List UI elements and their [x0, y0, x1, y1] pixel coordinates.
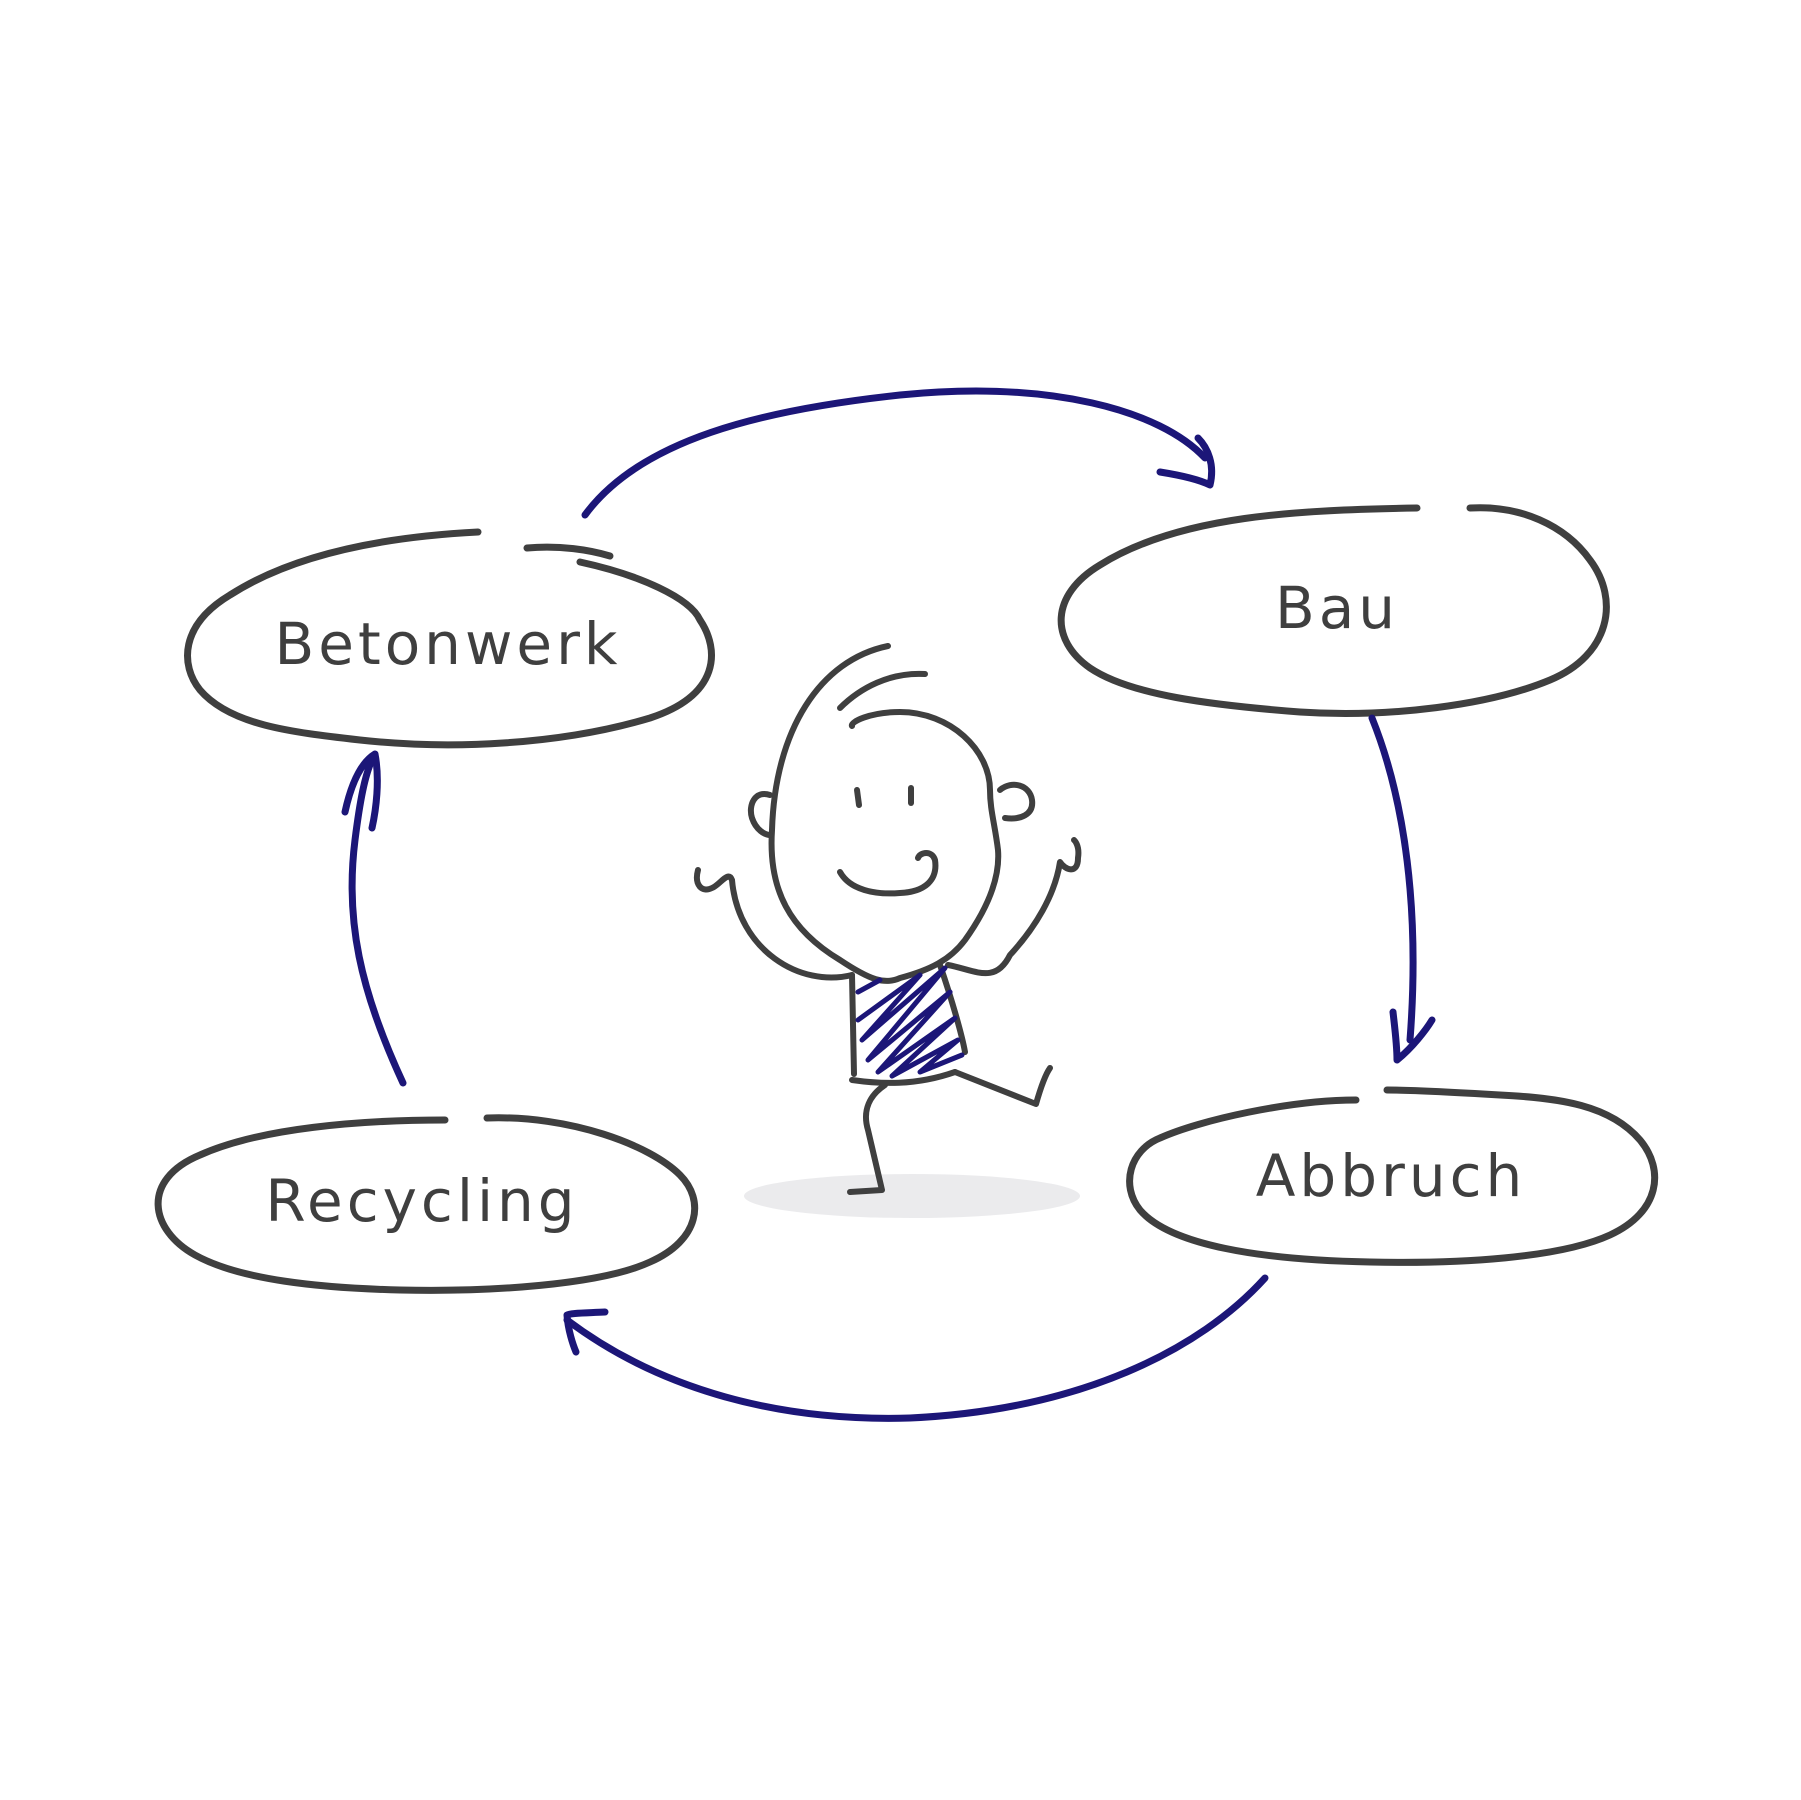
node-recycling-outline: [154, 1114, 699, 1294]
node-abbruch-outline: [1126, 1086, 1659, 1266]
node-abbruch-label: Abbruch: [1256, 1142, 1527, 1210]
figure-right-arm: [945, 837, 1082, 977]
node-recycling-label: Recycling: [265, 1167, 578, 1235]
stick-figure-illustration: [694, 643, 1082, 1218]
node-bau-label: Bau: [1275, 574, 1399, 642]
figure-left-leg: [847, 1082, 888, 1195]
figure-right-ear: [997, 781, 1036, 822]
figure-left-arm: [694, 867, 855, 981]
figure-left-eye: [854, 787, 862, 808]
node-recycling: Recycling: [154, 1114, 699, 1294]
arrow-bau-to-abbruch: [1368, 714, 1436, 1064]
node-abbruch: Abbruch: [1126, 1086, 1659, 1266]
arrow-recycling-to-betonwerk: [341, 750, 407, 1087]
node-betonwerk-outline: [184, 528, 715, 749]
arrow-abbruch-to-recycling: [563, 1274, 1269, 1422]
figure-left-ear: [748, 791, 773, 838]
figure-hair: [837, 670, 928, 711]
figure-right-leg: [952, 1065, 1053, 1107]
node-betonwerk-outline-gap: [523, 543, 614, 560]
figure-body: [849, 962, 968, 1086]
node-betonwerk: Betonwerk: [184, 528, 715, 749]
figure-head: [768, 643, 1002, 984]
node-bau: Bau: [1057, 504, 1610, 717]
arrow-betonwerk-to-bau: [581, 387, 1216, 519]
ground-shadow: [744, 1174, 1080, 1218]
node-bau-outline: [1057, 504, 1610, 717]
figure-smile: [837, 850, 939, 897]
figure-shirt-stripes: [855, 965, 965, 1079]
node-betonwerk-label: Betonwerk: [274, 610, 621, 678]
